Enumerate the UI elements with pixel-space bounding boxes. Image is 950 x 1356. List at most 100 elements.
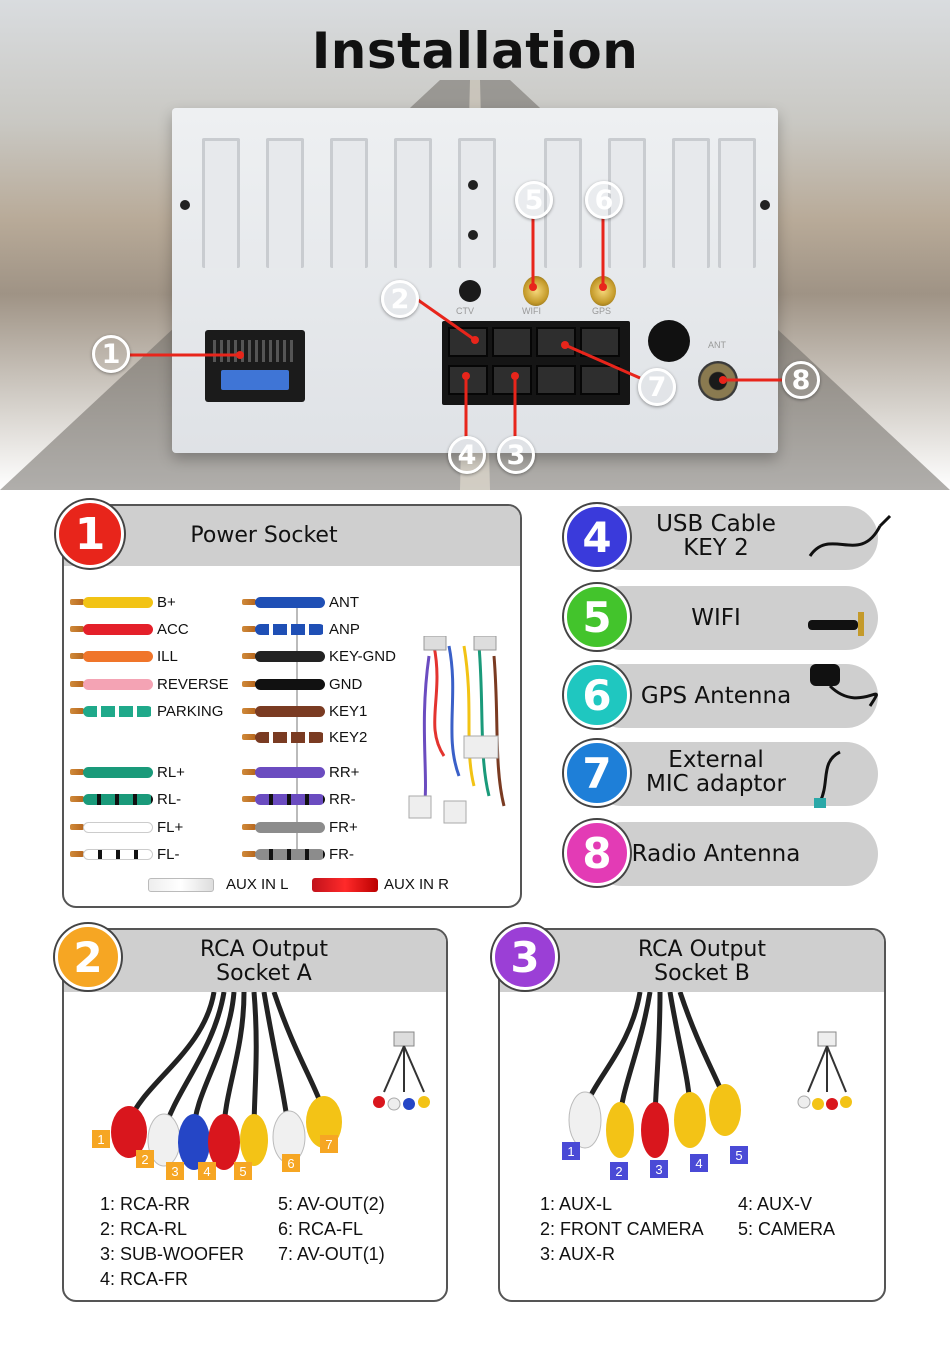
callout-leaders [130,218,782,438]
wire-fr- [255,848,325,860]
legend-item: 4: AUX-V [738,1194,813,1214]
mic-adaptor-icon [800,742,896,808]
wire-row: RL- [70,789,181,809]
wire-tip [242,708,256,714]
callout-6: 6 [585,181,623,219]
wire-acc [83,623,153,635]
wire-label: FR+ [329,818,358,836]
side-item-8: Radio Antenna [590,822,878,886]
legend-item: 5: AV-OUT(2) [278,1194,385,1214]
wire-row: FL+ [70,817,183,837]
rca-number-tag: 3 [650,1160,668,1178]
wire-tip [70,769,84,775]
wire-tip [242,681,256,687]
wire-label: RL+ [157,763,185,781]
wire-tip [242,734,256,740]
wire-ill [83,650,153,662]
legend-item: 3: SUB-WOOFER [100,1244,245,1264]
page-title: Installation [311,22,639,80]
rca-number-tag: 2 [610,1162,628,1180]
rca-number-tag: 6 [282,1154,300,1172]
harness-illustration [404,635,514,826]
mic-port [648,320,690,362]
wifi-connector [523,276,549,306]
wire-row: KEY-GND [242,646,396,666]
legend-item: 6: RCA-FL [278,1219,364,1239]
rca-number-tag: 3 [166,1162,184,1180]
screw-hole [468,180,478,190]
rca-number-tag: 4 [198,1162,216,1180]
side-item-label: WIFI [691,605,741,631]
wire-label: KEY2 [329,728,368,746]
gps-label: GPS [592,306,612,316]
wire-tip [70,708,84,714]
wire-row: RR- [242,789,356,809]
wire-label: ACC [157,620,189,638]
aux-in-r-label: AUX IN R [384,876,450,893]
side-item-7: External MIC adaptor [590,742,878,806]
wire-label: REVERSE [157,675,229,693]
aux-in-l-label: AUX IN L [226,876,289,893]
callout-7: 7 [638,368,676,406]
wire-label: PARKING [157,702,224,720]
wire-key-gnd [255,650,325,662]
rca-number-tag: 7 [320,1135,338,1153]
wire-label: FL+ [157,818,184,836]
heat-fin [458,138,496,268]
side-item-label: Radio Antenna [631,841,801,867]
legend-item: 1: AUX-L [540,1194,613,1214]
heat-fin [202,138,240,268]
wire-tip [70,681,84,687]
wire-tip [242,824,256,830]
wire-label: ANP [329,620,360,638]
rca-b-illustration [568,992,852,1158]
wire-tip [70,626,84,632]
screw [180,200,190,210]
callout-1: 1 [92,335,130,373]
wire-row: GND [242,674,362,694]
wire-tip [70,653,84,659]
side-item-label: External MIC adaptor [646,747,786,797]
wire-row: FL- [70,844,180,864]
gps-antenna-icon [800,656,896,722]
wire-anp [255,623,325,635]
wire-row: FR+ [242,817,358,837]
wire-tip [242,851,256,857]
wire-fr- [255,821,325,833]
legend-item: 2: RCA-RL [100,1219,188,1239]
wifi-antenna-icon [800,590,896,656]
wire-row: RR+ [242,762,359,782]
wire-key1 [255,705,325,717]
ctv-hole [459,280,481,302]
wire-row: ILL [70,646,178,666]
heat-fin [394,138,432,268]
rca-number-tag: 5 [234,1162,252,1180]
wire-label: RR+ [329,763,360,781]
rca-number-tag: 2 [136,1150,154,1168]
wire-reverse [83,678,153,690]
side-item-4: USB Cable KEY 2 [590,506,878,570]
rca-a-legend-right: 5: AV-OUT(2) 6: RCA-FL 7: AV-OUT(1) [278,1192,385,1267]
head-unit-rear: CTV WIFI GPS ANT [172,108,778,453]
wire-row: PARKING [70,701,223,721]
power-socket-panel: Power Socket B+ ACC ILL REVERSE PARKING … [62,504,522,908]
wire-key2 [255,731,325,743]
side-item-label: GPS Antenna [640,683,792,709]
heat-fin [266,138,304,268]
aux-in-l-plug [148,878,214,892]
wire-tip [242,626,256,632]
wire-label: KEY1 [329,702,368,720]
wifi-label: WIFI [522,306,541,316]
rca-harness-block [442,321,630,405]
wire-tip [70,824,84,830]
wire-row: FR- [242,844,354,864]
legend-item: 7: AV-OUT(1) [278,1244,385,1264]
heat-fin [330,138,368,268]
wire-rl- [83,793,153,805]
legend-item: 1: RCA-RR [100,1194,191,1214]
badge-3: 3 [492,924,558,990]
heat-fin [672,138,710,268]
